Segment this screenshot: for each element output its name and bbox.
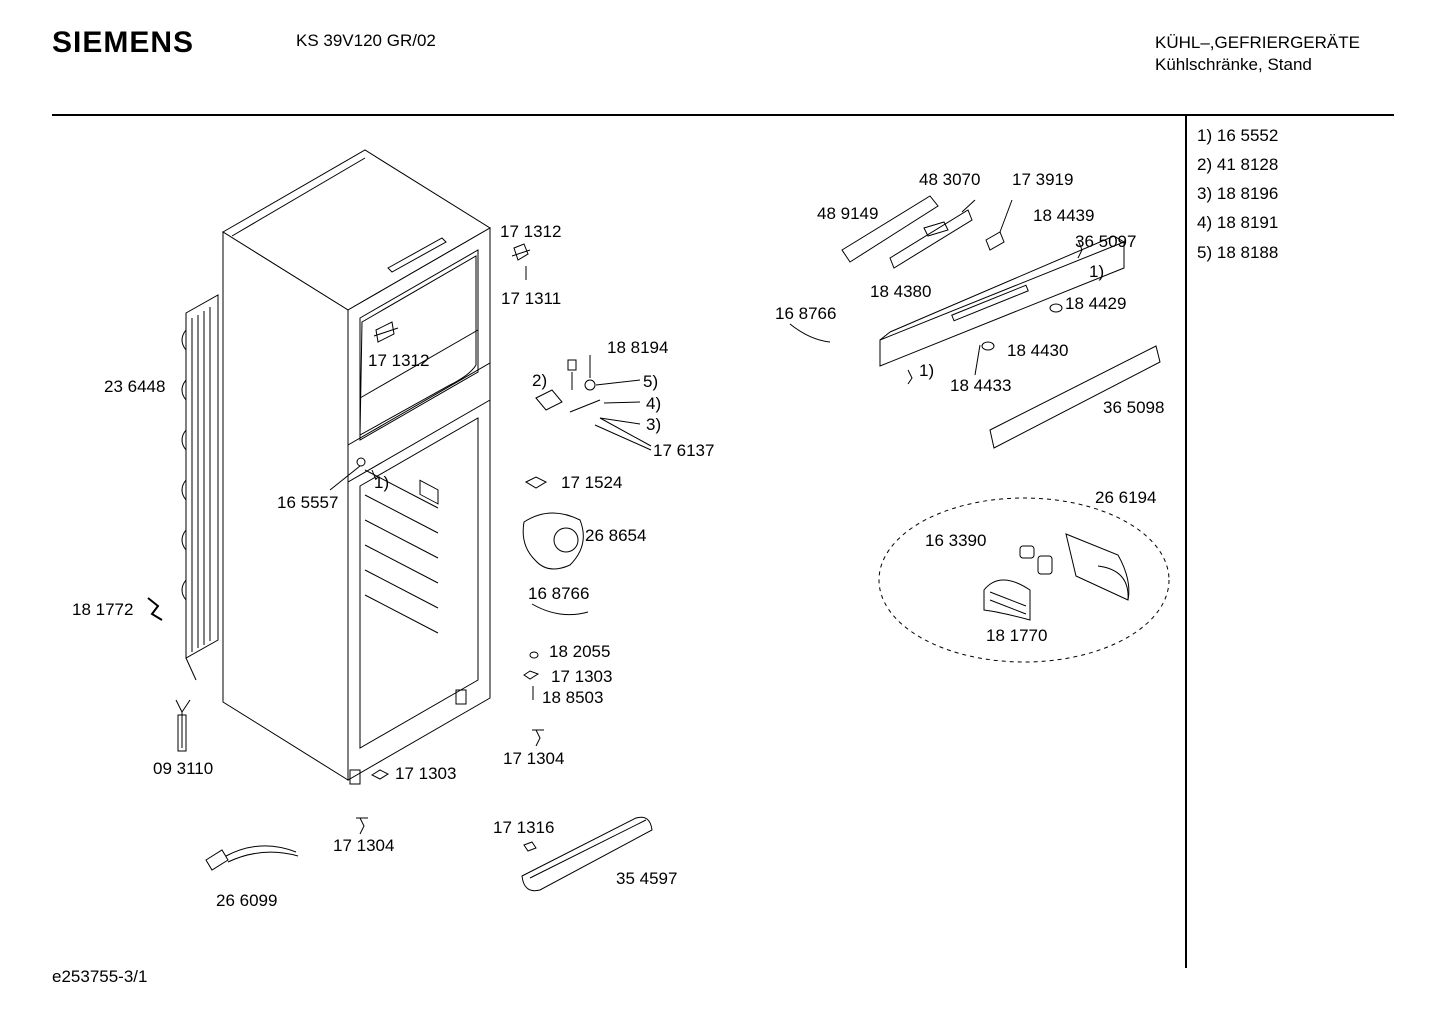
legend-item: 4) 18 8191	[1197, 213, 1279, 232]
part-label: 36 5097	[1075, 232, 1137, 251]
brand-logo: SIEMENS	[52, 26, 195, 59]
part-label: 18 8194	[607, 338, 669, 357]
model-number: KS 39V120 GR/02	[296, 31, 436, 50]
legend-item: 3) 18 8196	[1197, 184, 1279, 203]
part-label: 18 4430	[1007, 341, 1069, 360]
part-label: 1)	[374, 473, 390, 492]
part-label: 17 1312	[500, 222, 562, 241]
category-title: KÜHL–,GEFRIERGERÄTE	[1155, 33, 1360, 52]
part-label: 17 1304	[333, 836, 395, 855]
part-label: 17 1303	[395, 764, 457, 783]
part-label: 18 4380	[870, 282, 932, 301]
fan-kit-parts	[983, 533, 1130, 621]
part-label: 23 6448	[104, 377, 166, 396]
part-label: 18 4429	[1065, 294, 1127, 313]
part-label: 16 3390	[925, 531, 987, 550]
power-cord	[205, 845, 299, 871]
part-label: 16 8766	[775, 304, 837, 323]
condenser	[181, 294, 219, 681]
part-label: 17 1312	[368, 351, 430, 370]
control-panel-assembly	[789, 195, 1161, 449]
part-label: 2)	[532, 371, 548, 390]
fridge-cabinet	[222, 149, 491, 785]
header-divider	[52, 114, 1394, 116]
part-label: 35 4597	[616, 869, 678, 888]
part-label: 17 3919	[1012, 170, 1074, 189]
part-label: 17 1304	[503, 749, 565, 768]
part-label: 3)	[646, 415, 662, 434]
hinge-part-inner	[373, 321, 399, 343]
part-label: 17 6137	[653, 441, 715, 460]
part-label: 1)	[919, 361, 935, 380]
door-handle	[521, 816, 653, 892]
legend-item: 1) 16 5552	[1197, 126, 1279, 145]
part-label: 17 1316	[493, 818, 555, 837]
part-label: 18 1772	[72, 600, 134, 619]
fan-housing	[522, 512, 584, 570]
part-label: 26 6194	[1095, 488, 1157, 507]
part-label: 18 4433	[950, 376, 1012, 395]
part-label: 16 8766	[528, 584, 590, 603]
part-label: 1)	[1089, 262, 1105, 281]
drawing-code: e253755-3/1	[52, 967, 148, 986]
part-label: 26 6099	[216, 891, 278, 910]
legend-item: 2) 41 8128	[1197, 155, 1279, 174]
part-label: 5)	[643, 372, 659, 391]
part-label: 18 8503	[542, 688, 604, 707]
hinge-part	[511, 243, 531, 261]
part-label: 17 1311	[501, 289, 562, 308]
fan-kit-outline	[878, 497, 1170, 663]
part-label: 48 9149	[817, 204, 879, 223]
part-label: 16 5557	[277, 493, 339, 512]
part-label: 17 1524	[561, 473, 623, 492]
part-label: 18 4439	[1033, 206, 1095, 225]
legend-item: 5) 18 8188	[1197, 243, 1279, 262]
part-label: 18 2055	[549, 642, 611, 661]
part-label: 26 8654	[585, 526, 647, 545]
part-label: 48 3070	[919, 170, 981, 189]
part-label: 18 1770	[986, 626, 1048, 645]
part-label: 17 1303	[551, 667, 613, 686]
category-subtitle: Kühlschränke, Stand	[1155, 55, 1312, 74]
part-label: 4)	[646, 394, 662, 413]
part-label: 09 3110	[153, 759, 214, 778]
legend-divider	[1185, 116, 1187, 968]
part-label: 36 5098	[1103, 398, 1165, 417]
